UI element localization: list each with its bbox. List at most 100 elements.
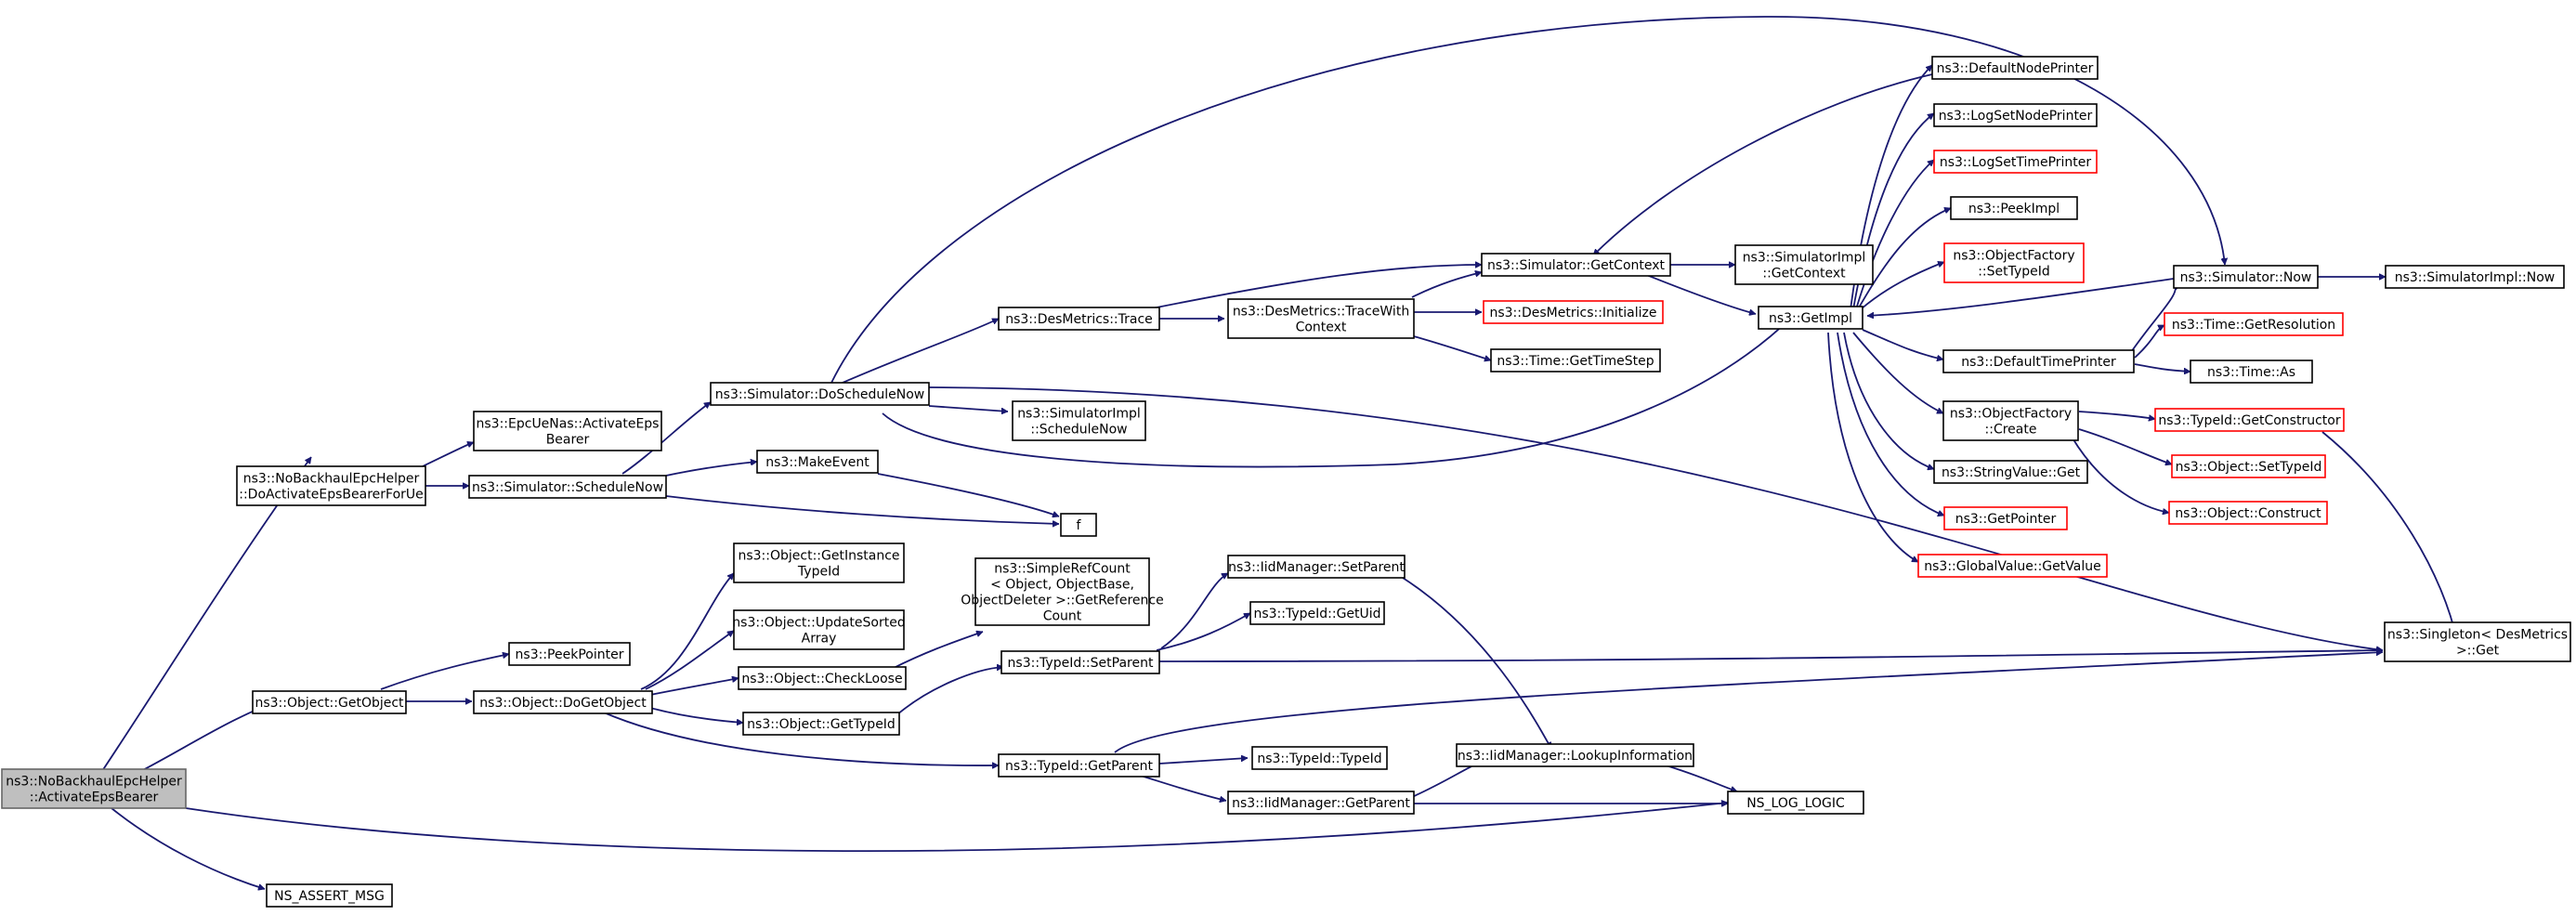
node-ns3-getimpl[interactable]: ns3::GetImpl bbox=[1758, 306, 1863, 330]
node-label: ns3::NoBackhaulEpcHelper bbox=[6, 775, 182, 790]
node-box bbox=[1227, 555, 1406, 579]
node-ns3-logsettimeprinter[interactable]: ns3::LogSetTimePrinter bbox=[1933, 150, 2098, 174]
node-ns3-simulatorimpl-schedulenow[interactable]: ns3::SimulatorImpl::ScheduleNow bbox=[1012, 400, 1146, 441]
node-ns3-simplerefcount-object-objectbase-objectdeleter-getreference-count[interactable]: ns3::SimpleRefCount< Object, ObjectBase,… bbox=[961, 557, 1164, 626]
edge-doschedulenow-to-getimpl bbox=[882, 315, 1794, 468]
node-box bbox=[266, 883, 393, 908]
node-label: ::SetTypeId bbox=[1978, 265, 2050, 280]
node-ns3-object-getobject[interactable]: ns3::Object::GetObject bbox=[252, 690, 407, 714]
node-ns-assert-msg[interactable]: NS_ASSERT_MSG bbox=[266, 883, 393, 908]
node-box bbox=[1060, 513, 1097, 537]
node-ns3-iidmanager-getparent[interactable]: ns3::IidManager::GetParent bbox=[1227, 791, 1415, 815]
node-label: ::Create bbox=[1985, 423, 2037, 438]
node-label: ObjectDeleter >::GetReference bbox=[961, 594, 1163, 608]
node-ns3-makeevent[interactable]: ns3::MakeEvent bbox=[756, 450, 879, 474]
node-label: ns3::Object::GetTypeId bbox=[747, 717, 896, 732]
node-ns3-object-checkloose[interactable]: ns3::Object::CheckLoose bbox=[738, 666, 907, 690]
node-box bbox=[1727, 791, 1864, 815]
node-label: ns3::Object::SetTypeId bbox=[2176, 460, 2322, 475]
node-box bbox=[974, 557, 1150, 626]
edge-iidmanager-setparent-to-lookup bbox=[1402, 577, 1552, 749]
edge-typeid-getparent-to-iid-getparent bbox=[1140, 775, 1226, 801]
node-ns3-object-settypeid[interactable]: ns3::Object::SetTypeId bbox=[2171, 454, 2326, 478]
node-box bbox=[1943, 242, 2085, 283]
node-label: ns3::DesMetrics::Trace bbox=[1005, 312, 1153, 327]
node-ns3-getpointer[interactable]: ns3::GetPointer bbox=[1943, 506, 2068, 530]
node-ns3-stringvalue-get[interactable]: ns3::StringValue::Get bbox=[1933, 460, 2088, 484]
node-ns3-object-gettypeid[interactable]: ns3::Object::GetTypeId bbox=[742, 712, 900, 736]
node-ns3-singleton-desmetrics-get[interactable]: ns3::Singleton< DesMetrics >::Get bbox=[2384, 621, 2571, 662]
node-ns3-globalvalue-getvalue[interactable]: ns3::GlobalValue::GetValue bbox=[1917, 554, 2108, 578]
node-ns3-epcuenas-activateeps-bearer[interactable]: ns3::EpcUeNas::ActivateEpsBearer bbox=[473, 411, 662, 451]
node-label: ns3::Simulator::GetContext bbox=[1487, 258, 1666, 273]
node-ns3-logsetnodeprinter[interactable]: ns3::LogSetNodePrinter bbox=[1933, 103, 2098, 127]
node-ns3-object-dogetobject[interactable]: ns3::Object::DoGetObject bbox=[473, 690, 653, 714]
edge-dogetobject-to-getinstancetypeid bbox=[640, 572, 735, 690]
node-ns3-objectfactory-settypeid[interactable]: ns3::ObjectFactory::SetTypeId bbox=[1943, 242, 2085, 283]
node-ns3-typeid-getuid[interactable]: ns3::TypeId::GetUid bbox=[1249, 601, 1385, 625]
edge-schedulenow-to-doschedulenow bbox=[621, 401, 711, 475]
node-label: ns3::DefaultNodePrinter bbox=[1937, 61, 2094, 76]
node-ns3-simulator-schedulenow[interactable]: ns3::Simulator::ScheduleNow bbox=[468, 475, 667, 499]
node-ns3-object-construct[interactable]: ns3::Object::Construct bbox=[2168, 501, 2328, 525]
node-ns3-time-getresolution[interactable]: ns3::Time::GetResolution bbox=[2164, 312, 2344, 336]
node-box bbox=[1942, 400, 2079, 441]
node-box bbox=[733, 609, 905, 650]
edge-doschedulenow-to-simnow bbox=[830, 16, 2225, 384]
node-f[interactable]: f bbox=[1060, 513, 1097, 537]
node-label: ns3::Object::DoGetObject bbox=[479, 696, 647, 711]
node-ns3-simulatorimpl-getcontext[interactable]: ns3::SimulatorImpl::GetContext bbox=[1734, 244, 1874, 285]
node-label: ns3::Object::Construct bbox=[2175, 506, 2321, 521]
node-ns3-peekimpl[interactable]: ns3::PeekImpl bbox=[1950, 196, 2078, 220]
node-ns3-time-as[interactable]: ns3::Time::As bbox=[2190, 359, 2313, 384]
node-ns3-time-gettimestep[interactable]: ns3::Time::GetTimeStep bbox=[1490, 348, 1661, 373]
edge-defaulttimeprinter-to-getresolution bbox=[2134, 324, 2164, 359]
node-ns3-simulator-getcontext[interactable]: ns3::Simulator::GetContext bbox=[1481, 253, 1671, 277]
node-ns3-simulator-now[interactable]: ns3::Simulator::Now bbox=[2173, 265, 2319, 289]
edge-getimpl-to-setypeid bbox=[1860, 262, 1944, 310]
node-ns3-typeid-setparent[interactable]: ns3::TypeId::SetParent bbox=[1000, 650, 1160, 674]
node-ns3-desmetrics-initialize[interactable]: ns3::DesMetrics::Initialize bbox=[1483, 300, 1664, 324]
node-box bbox=[1942, 349, 2135, 373]
node-label: ns3::Object::CheckLoose bbox=[741, 672, 902, 686]
node-box bbox=[1490, 348, 1661, 373]
node-ns3-typeid-getconstructor[interactable]: ns3::TypeId::GetConstructor bbox=[2154, 408, 2345, 432]
node-ns3-desmetrics-trace[interactable]: ns3::DesMetrics::Trace bbox=[998, 307, 1160, 331]
node-ns3-simulatorimpl-now[interactable]: ns3::SimulatorImpl::Now bbox=[2385, 265, 2565, 289]
node-ns3-defaultnodeprinter[interactable]: ns3::DefaultNodePrinter bbox=[1931, 56, 2099, 80]
node-label: ns3::PeekPointer bbox=[516, 647, 624, 662]
edge-typeid-setparent-to-getuid bbox=[1156, 612, 1250, 651]
node-box bbox=[998, 753, 1160, 778]
edge-doschedulenow-to-trace bbox=[835, 318, 999, 386]
node-label: ns3::Simulator::Now bbox=[2180, 270, 2312, 285]
node-ns3-typeid-getparent[interactable]: ns3::TypeId::GetParent bbox=[998, 753, 1160, 778]
node-ns3-typeid-typeid[interactable]: ns3::TypeId::TypeId bbox=[1251, 746, 1388, 770]
node-label: >::Get bbox=[2456, 644, 2500, 659]
node-ns3-peekpointer[interactable]: ns3::PeekPointer bbox=[508, 642, 631, 666]
node-ns3-nobackhaulepchelper-activateepsbearer[interactable]: ns3::NoBackhaulEpcHelper::ActivateEpsBea… bbox=[1, 768, 187, 809]
node-label: ns3::SimulatorImpl::Now bbox=[2395, 270, 2556, 285]
node-ns3-iidmanager-lookupinformation[interactable]: ns3::IidManager::LookupInformation bbox=[1456, 743, 1694, 767]
node-ns3-defaulttimeprinter[interactable]: ns3::DefaultTimePrinter bbox=[1942, 349, 2135, 373]
node-ns3-simulator-doschedulenow[interactable]: ns3::Simulator::DoScheduleNow bbox=[710, 382, 930, 406]
node-ns3-iidmanager-setparent[interactable]: ns3::IidManager::SetParent bbox=[1227, 555, 1406, 579]
node-label: ns3::Time::GetResolution bbox=[2172, 318, 2335, 333]
node-label: ns3::GetPointer bbox=[1955, 512, 2057, 527]
node-label: ns3::MakeEvent bbox=[765, 455, 870, 470]
edge-create-to-getconstructor bbox=[2078, 411, 2155, 419]
edge-defaultnodeprinter-to-getcontext bbox=[1592, 73, 1933, 256]
node-label: NS_LOG_LOGIC bbox=[1746, 796, 1845, 811]
node-box bbox=[1227, 298, 1415, 339]
edge-gettypeid-to-typeid-setparent bbox=[896, 667, 1003, 716]
edge-checkloose-to-getreferencecount bbox=[891, 632, 983, 670]
node-ns-log-logic[interactable]: NS_LOG_LOGIC bbox=[1727, 791, 1864, 815]
call-edges bbox=[101, 16, 2457, 889]
node-ns3-nobackhaulepchelper-doactivateepsbearerforue[interactable]: ns3::NoBackhaulEpcHelper::DoActivateEpsB… bbox=[236, 465, 426, 506]
node-ns3-objectfactory-create[interactable]: ns3::ObjectFactory::Create bbox=[1942, 400, 2079, 441]
edge-defaulttimeprinter-to-timeas bbox=[2134, 363, 2190, 372]
node-box bbox=[1012, 400, 1146, 441]
edge-dogetobject-to-gettypeid bbox=[649, 707, 743, 723]
